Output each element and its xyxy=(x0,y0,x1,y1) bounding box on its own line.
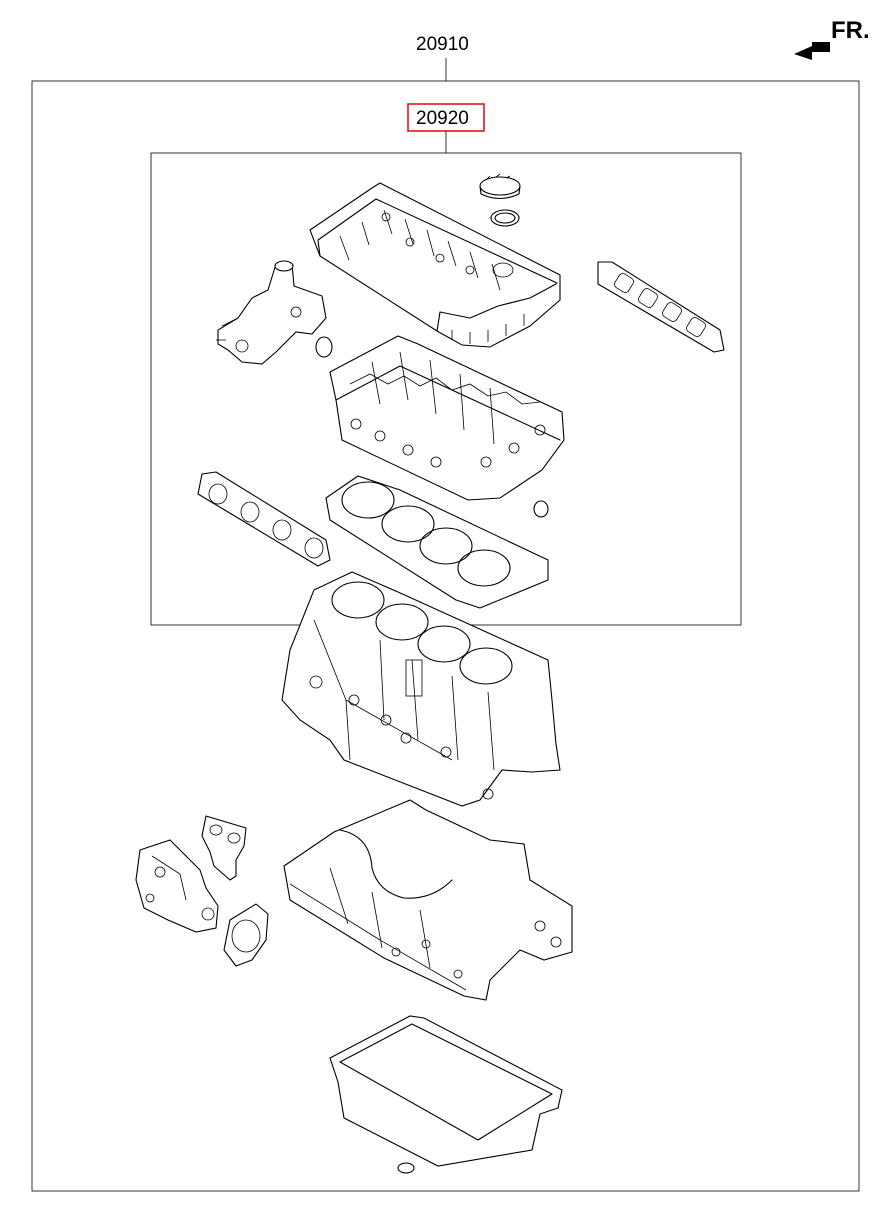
outer-part-number[interactable]: 20910 xyxy=(416,34,469,55)
oil-filler-cap[interactable] xyxy=(479,173,521,200)
head-gasket[interactable] xyxy=(325,475,549,609)
oil-pan[interactable] xyxy=(329,1015,563,1174)
cylinder-head-cover[interactable] xyxy=(309,182,561,348)
inner-part-number[interactable]: 20920 xyxy=(416,108,469,129)
water-outlet-fitting[interactable] xyxy=(216,260,327,365)
outlet-oring[interactable] xyxy=(315,336,333,358)
manifold-gasket-lower[interactable] xyxy=(197,471,331,567)
filler-cap-seal[interactable] xyxy=(490,209,520,227)
outer-assembly-frame xyxy=(31,80,860,1192)
water-pump-gasket-plate[interactable] xyxy=(201,815,247,881)
water-pump-housing[interactable] xyxy=(135,839,219,933)
manifold-gasket-upper[interactable] xyxy=(597,261,725,353)
direction-indicator: FR. xyxy=(794,17,870,60)
lower-crankcase[interactable] xyxy=(283,799,573,1001)
water-pump-gasket[interactable] xyxy=(223,903,269,967)
arrow-forward-icon xyxy=(794,42,830,60)
cylinder-head[interactable] xyxy=(329,335,565,501)
direction-label: FR. xyxy=(831,17,870,44)
cylinder-block[interactable] xyxy=(281,571,561,807)
seal-small[interactable] xyxy=(533,500,549,518)
